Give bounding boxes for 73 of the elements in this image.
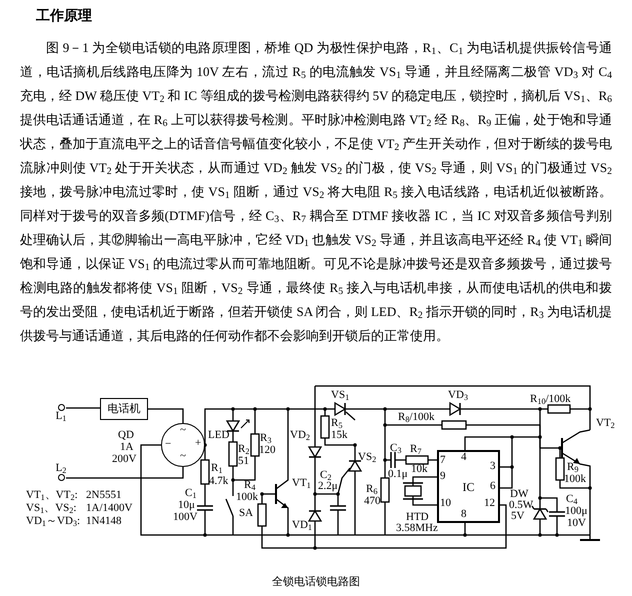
part-label: VD$_{1}$ bbox=[292, 520, 312, 531]
parts-list-value: 1A/1400V bbox=[86, 503, 132, 514]
caption: 全锁电话锁电路图 bbox=[271, 575, 361, 590]
part-label: VS$_{2}$ bbox=[358, 452, 376, 463]
part-value: 3.58MHz bbox=[396, 523, 438, 534]
polarity-mark: + bbox=[195, 438, 202, 449]
part-label: R$_{8}$/100k bbox=[398, 412, 435, 423]
part-value: 0.1μ bbox=[388, 469, 408, 480]
pin-number: 12 bbox=[484, 498, 495, 509]
pin-number: HTD bbox=[406, 512, 429, 523]
part-label: C$_{1}$ bbox=[185, 488, 196, 499]
pin-number: 6 bbox=[490, 481, 496, 492]
pin-number: 7 bbox=[440, 455, 446, 466]
pin-number: 10 bbox=[440, 498, 451, 509]
parts-list-label: VT$_{1}$、VT$_{2}$: bbox=[26, 490, 78, 501]
part-label: R$_{2}$ bbox=[238, 444, 250, 455]
polarity-mark: − bbox=[165, 439, 172, 450]
part-value: 2.2μ bbox=[318, 481, 338, 492]
part-value: 0.5W bbox=[509, 500, 534, 511]
part-label: C$_{4}$ bbox=[566, 494, 578, 505]
part-value: 10k bbox=[411, 464, 428, 475]
part-label: VT$_{1}$ bbox=[292, 478, 311, 489]
telephone-box: 电话机 bbox=[100, 398, 148, 420]
part-label: VT$_{2}$ bbox=[596, 418, 615, 429]
part-label: C$_{3}$ bbox=[390, 443, 402, 454]
wire bbox=[66, 467, 184, 479]
terminal-label: L$_{1}$ bbox=[56, 411, 66, 422]
part-label: R$_{6}$ bbox=[366, 484, 378, 495]
part-value: 100k bbox=[564, 474, 586, 485]
part-value: 4.7k bbox=[209, 476, 228, 487]
part-label: R$_{9}$ bbox=[567, 462, 578, 473]
part-label: SA bbox=[239, 508, 254, 519]
pin-number: 3 bbox=[490, 461, 496, 472]
part-value: 100k bbox=[236, 492, 258, 503]
part-value: 51 bbox=[238, 456, 249, 467]
parts-list-label: VS$_{1}$、VS$_{2}$: bbox=[26, 503, 76, 514]
part-label: VD$_{3}$ bbox=[448, 390, 468, 401]
part-value: 10μ bbox=[178, 500, 195, 511]
terminal-label: L$_{2}$ bbox=[56, 463, 66, 474]
part-value: 10V bbox=[567, 518, 586, 529]
part-value: 120 bbox=[259, 445, 276, 456]
polarity-mark: ~ bbox=[180, 451, 186, 462]
parts-list-value: 1N4148 bbox=[86, 516, 122, 527]
bridge-rectifier bbox=[161, 423, 205, 467]
part-label: R$_{1}$ bbox=[211, 463, 222, 474]
part-label: C$_{2}$ bbox=[320, 470, 332, 481]
parts-list-label: VD$_{1}$～VD$_{3}$: bbox=[26, 516, 80, 527]
part-label: QD bbox=[118, 430, 134, 441]
part-label: R$_{10}$/100k bbox=[530, 394, 571, 405]
pin-number: 4 bbox=[461, 452, 466, 463]
part-value: 470 bbox=[364, 496, 380, 507]
wire bbox=[148, 408, 184, 423]
part-label: 1A bbox=[120, 442, 134, 453]
part-label: DW bbox=[510, 489, 528, 500]
part-value: 100V bbox=[173, 512, 198, 523]
wire bbox=[66, 407, 100, 409]
part-label: VD$_{2}$ bbox=[290, 430, 310, 441]
polarity-mark: ~ bbox=[180, 425, 186, 436]
part-label: R$_{7}$ bbox=[410, 444, 422, 455]
part-label: LED bbox=[208, 430, 230, 441]
part-label: 8 bbox=[461, 509, 466, 520]
part-label: R$_{4}$ bbox=[244, 480, 256, 491]
parts-list-value: 2N5551 bbox=[86, 490, 122, 501]
heading: 工作原理 bbox=[36, 8, 92, 26]
part-label: R$_{3}$ bbox=[260, 433, 272, 444]
part-value: 5V bbox=[511, 511, 524, 522]
paragraph: 图 9－1 为全锁电话锁的电路原理图，桥堆 QD 为极性保护电路，R$_{1}$、C$_{1}$ 为电话机提供振铃信号通道，电话摘机后线路电压降为 10V 左右，流过 R$_{5}$ 的电流触发 VS$_{1}$ 导通，并且经隔离二极管 VD$_{3}$ 对 C$_{4}$ 充电，经 DW 稳压使 VT$_{2}$ 和 IC 等组成的拨号检测电路获得约 5V 的稳定电压，锁控时，摘机后 VS$_{1}$、R$_{6}$ 提供电话通话通道，在 R$_{6}$ 上可以获得拨号检测。平时脉冲检测电路 VT$_{2}$ 经 R$_{8}$、R$_{9}$ 正偏，处于饱和导通状态，叠加于直流电平之上的话音信号幅值变化较小，不足使 VT$_{2}$ 产生开关动作，但对于断续的拨号电流脉冲则使 VT$_{2}$ 处于开关状态，从而通过 VD$_{2}$ 触发 VS$_{2}$ 的门极，使 VS$_{2}$ 导通，则 VS$_{1}$ 的门极通过 VS$_{2}$ 接地，拨号脉冲电流过零时，使 VS$_{1}$ 阻断，通过 VS$_{2}$ 将大电阻 R$_{5}$ 接入电话线路，电话机近似被断路。同样对于拨号的双音多频(DTMF)信号，经 C$_{3}$、R$_{7}$ 耦合至 DTMF 接收器 IC，当 IC 对双音多频信号判别处理确认后，其⑫脚输出一高电平脉冲，它经 VD$_{1}$ 也触发 VS$_{2}$ 导通，并且该高电平还经 R$_{4}$ 使 VT$_{1}$ 瞬间饱和导通，以保证 VS$_{1}$ 的电流过零从而可靠地阻断。可见不论是脉冲拨号还是双音多频拨号，通过拨号检测电路的触发都将使 VS$_{1}$ 阻断，VS$_{2}$ 导通，最终使 R$_{5}$ 接入与电话机串接，从而使电话机的供电和拨号的发出受阻，使电话机近于断路，但若开锁使 SA 闭合，则 LED、R$_{2}$ 指示开锁的同时，R$_{3}$ 为电话机提供拨号与通话通道，其后电路的任何动作都不会影响到开锁后的正常使用。 bbox=[20, 39, 612, 345]
part-label: R$_{5}$ bbox=[331, 418, 342, 429]
pin-number: 9 bbox=[440, 471, 446, 482]
part-value: 100μ bbox=[565, 506, 588, 517]
part-value: 15k bbox=[331, 430, 348, 441]
part-label: 200V bbox=[112, 454, 136, 465]
part-label: VS$_{1}$ bbox=[331, 390, 350, 401]
